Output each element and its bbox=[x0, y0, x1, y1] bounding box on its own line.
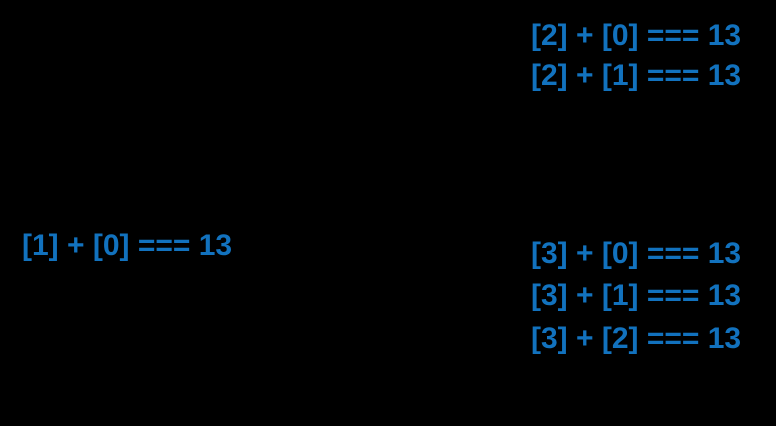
comparison-line-2-1: [2] + [1] === 13 bbox=[531, 59, 742, 92]
comparison-line-3-2: [3] + [2] === 13 bbox=[531, 322, 742, 355]
comparison-line-1-0: [1] + [0] === 13 bbox=[22, 229, 233, 262]
comparison-line-3-1: [3] + [1] === 13 bbox=[531, 279, 742, 312]
comparison-line-2-0: [2] + [0] === 13 bbox=[531, 19, 742, 52]
comparison-line-3-0: [3] + [0] === 13 bbox=[531, 237, 742, 270]
